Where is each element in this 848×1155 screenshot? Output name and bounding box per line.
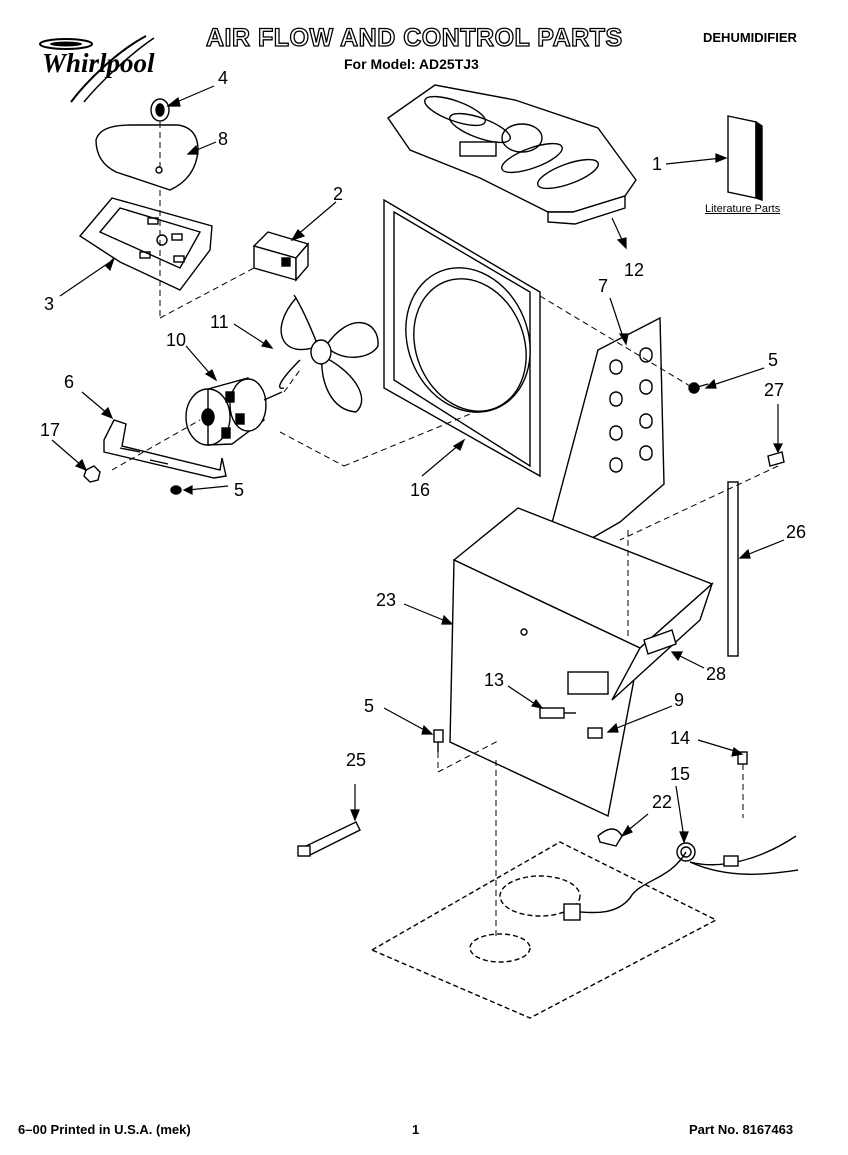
- callout-5-cabinet: 5: [364, 696, 374, 716]
- callout-16: 16: [410, 480, 430, 500]
- mounting-nut: [83, 465, 101, 483]
- screw-right: [688, 382, 709, 394]
- callout-3: 3: [44, 294, 54, 314]
- appliance-type: DEHUMIDIFIER: [703, 30, 797, 45]
- fan-shroud: [383, 198, 541, 478]
- callout-10: 10: [166, 330, 186, 350]
- top-cover-grille: [387, 84, 637, 225]
- callout-4: 4: [218, 68, 228, 88]
- fan-blade: [279, 294, 379, 413]
- callout-6: 6: [64, 372, 74, 392]
- callout-17: 17: [40, 420, 60, 440]
- callout-13: 13: [484, 670, 504, 690]
- callout-1: 1: [652, 154, 662, 174]
- support-rod: [727, 481, 739, 657]
- callout-23: 23: [376, 590, 396, 610]
- part-number: Part No. 8167463: [689, 1122, 794, 1137]
- brand-name: Whirlpool: [42, 48, 155, 78]
- side-bracket-panel: [538, 316, 665, 570]
- callout-5-right: 5: [768, 350, 778, 370]
- callout-2: 2: [333, 184, 343, 204]
- callout-5-left: 5: [234, 480, 244, 500]
- screw-bottom-left: [170, 485, 182, 495]
- screw-small: [767, 451, 785, 467]
- control-panel-overlay: [95, 124, 199, 191]
- callout-22: 22: [652, 792, 672, 812]
- callout-numbers: 4 8 2 3 1 12 7 5 27 26 11 10 6 17 5 16 2…: [40, 68, 806, 812]
- callout-25: 25: [346, 750, 366, 770]
- page-number: 1: [412, 1122, 420, 1137]
- literature-booklet: [727, 115, 763, 201]
- model-line: For Model: AD25TJ3: [344, 56, 479, 72]
- callout-9: 9: [674, 690, 684, 710]
- callout-8: 8: [218, 129, 228, 149]
- whirlpool-logo: Whirlpool: [36, 32, 171, 104]
- control-switch: [252, 231, 310, 282]
- power-cord: [563, 835, 799, 921]
- control-panel-housing: [78, 197, 213, 291]
- page-title: AIR FLOW AND CONTROL PARTS: [205, 23, 623, 52]
- callout-15: 15: [670, 764, 690, 784]
- callout-12: 12: [624, 260, 644, 280]
- callout-14: 14: [670, 728, 690, 748]
- callout-26: 26: [786, 522, 806, 542]
- callout-11: 11: [210, 312, 229, 332]
- print-info: 6–00 Printed in U.S.A. (mek): [18, 1122, 191, 1137]
- callout-28: 28: [706, 664, 726, 684]
- motor-mount-bracket: [103, 419, 227, 479]
- literature-parts-label: Literature Parts: [705, 203, 781, 215]
- screw-cabinet: [433, 729, 444, 752]
- fan-motor: [185, 377, 283, 446]
- leader-arrows: [51, 85, 785, 844]
- logo-swoosh-icon: [39, 35, 155, 103]
- tie-strap: [297, 821, 361, 857]
- thermistor: [587, 727, 603, 739]
- callout-7: 7: [598, 276, 608, 296]
- callout-27: 27: [764, 380, 784, 400]
- alignment-lines: [111, 122, 779, 940]
- control-knob: [150, 98, 170, 122]
- cord-clip: [597, 828, 623, 847]
- vent-plug: [643, 629, 677, 655]
- base-pan: [370, 841, 718, 1019]
- overload-protector: [539, 707, 576, 719]
